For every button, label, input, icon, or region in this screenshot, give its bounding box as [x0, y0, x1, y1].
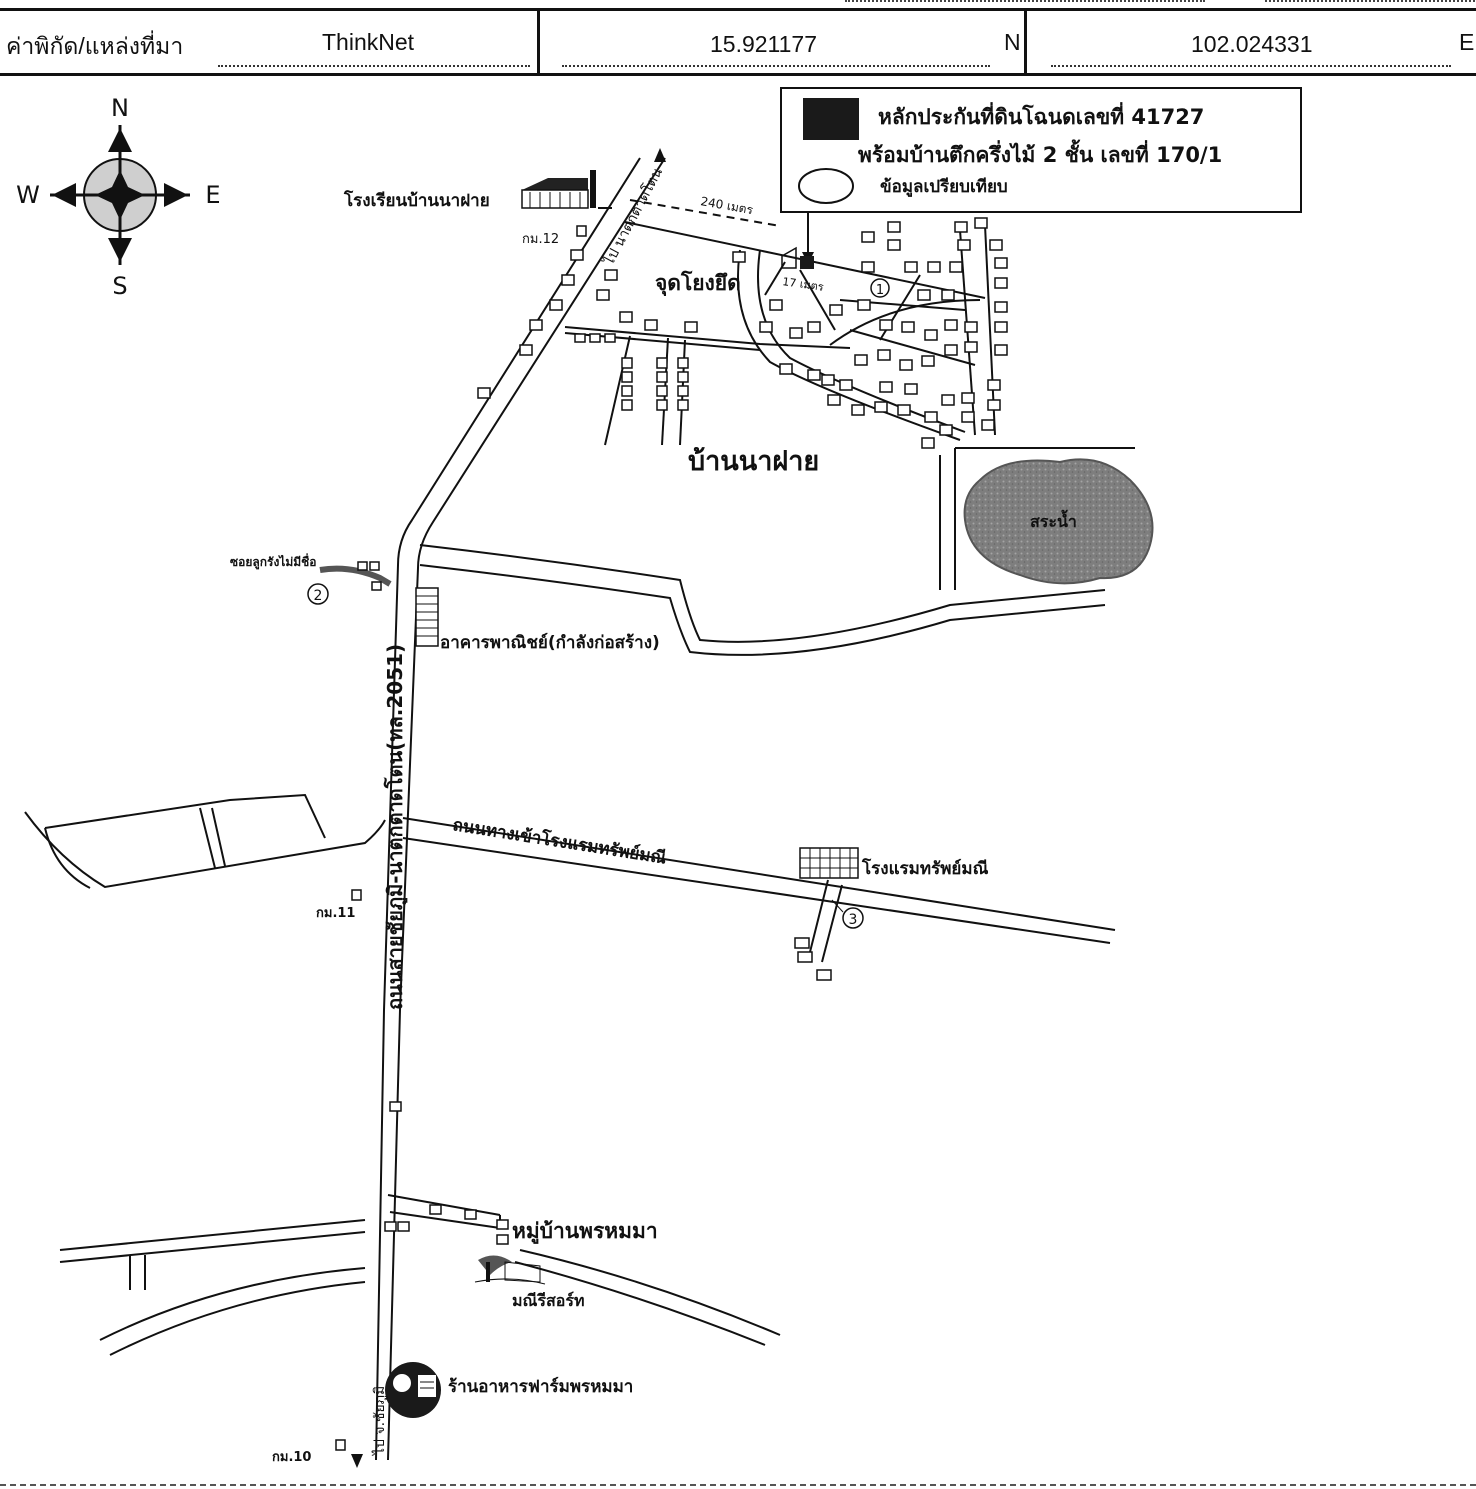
svg-text:3: 3 [849, 912, 858, 928]
source-value: ThinkNet [322, 29, 415, 55]
houses [357, 217, 1008, 1245]
label-main-road: ถนนสายชัยภูมิ-นาตกตาดโตน(ทล.2051) [383, 644, 409, 1010]
compass-east: E [205, 181, 220, 209]
longitude-cell: 102.024331 E [1027, 11, 1476, 73]
latitude-value: 15.921177 [710, 31, 818, 57]
label-village: บ้านนาฝาย [688, 446, 819, 477]
compass-west: W [16, 181, 40, 209]
collateral-marker [764, 246, 814, 296]
legend-collateral: หลักประกันที่ดินโฉนดเลขที่ 41727 [878, 101, 1204, 129]
label-commercial: อาคารพาณิชย์(กำลังก่อสร้าง) [440, 632, 660, 653]
legend-comparison: ข้อมูลเปรียบเทียบ [880, 176, 1008, 198]
label-village2: หมู่บ้านพรหมมา [512, 1219, 658, 1245]
label-17m: 17 เมตร [782, 275, 825, 294]
compass-rose-icon: N S W E [16, 94, 220, 300]
top-dotted-line-1 [845, 0, 1205, 6]
label-hotel: โรงแรมทรัพย์มณี [861, 858, 989, 879]
hotel-building-icon [799, 847, 859, 879]
label-to-chaiyaphum: ไป จ.ชัยภูมิ [371, 1386, 388, 1456]
label-km11: กม.11 [316, 906, 355, 921]
longitude-direction: E [1459, 29, 1475, 55]
label-restaurant: ร้านอาหารฟาร์มพรหมมา [448, 1376, 633, 1397]
label-school: โรงเรียนบ้านนาฝาย [343, 190, 490, 211]
longitude-value: 102.024331 [1191, 31, 1313, 57]
svg-text:2: 2 [314, 588, 323, 604]
latitude-cell: 15.921177 N [540, 11, 1027, 73]
latitude-direction: N [1004, 29, 1021, 55]
bottom-border [0, 1484, 1476, 1486]
legend: หลักประกันที่ดินโฉนดเลขที่ 41727 พร้อมบ้… [780, 87, 1302, 264]
top-dotted-line-2 [1265, 0, 1475, 6]
label-km12: กม.12 [522, 232, 559, 247]
dotted-underline [562, 65, 990, 67]
pond [963, 458, 1154, 585]
location-map: N S W E หลักประกันที่ดินโฉนดเลขที่ 41727… [16, 87, 1302, 1468]
label-240m: 240 เมตร [699, 194, 754, 217]
km-post-icons [335, 225, 587, 1451]
collateral-legend-swatch [803, 98, 859, 140]
coordinate-bar: ค่าพิกัด/แหล่งที่มา ThinkNet 15.921177 N… [0, 8, 1476, 76]
coordinate-label: ค่าพิกัด/แหล่งที่มา [6, 33, 184, 59]
compass-north: N [111, 94, 129, 122]
roads [24, 157, 1135, 1461]
south-arrow-icon [351, 1454, 363, 1468]
legend-house: พร้อมบ้านตึกครึ่งไม้ 2 ชั้น เลขที่ 170/1 [858, 139, 1222, 167]
commercial-building-icon [415, 587, 439, 647]
school-building-icon [521, 170, 612, 209]
comparison-marker-2: 2 [307, 583, 329, 605]
dotted-underline [218, 65, 530, 67]
label-to-nadtatton: ไป นาตกตาดโตน [600, 165, 666, 269]
restaurant-logo-icon [385, 1362, 441, 1418]
comparison-legend-ellipse [798, 168, 854, 204]
comparison-marker-3: 3 [831, 899, 864, 929]
source-cell: ค่าพิกัด/แหล่งที่มา ThinkNet [0, 11, 540, 73]
dotted-underline [1051, 65, 1451, 67]
label-soi: ซอยลูกรังไม่มีชื่อ [230, 553, 317, 570]
comparison-marker-1: 1 [870, 278, 890, 298]
resort-tree-icon [474, 1255, 546, 1285]
compass-south: S [112, 272, 127, 300]
svg-text:1: 1 [876, 283, 884, 298]
north-arrow-icon [654, 148, 666, 162]
label-junction: จุดโยงยึด [655, 270, 741, 297]
label-pond: สระน้ำ [1030, 509, 1077, 531]
label-resort: มณีรีสอร์ท [512, 1291, 585, 1310]
label-km10: กม.10 [272, 1450, 311, 1465]
